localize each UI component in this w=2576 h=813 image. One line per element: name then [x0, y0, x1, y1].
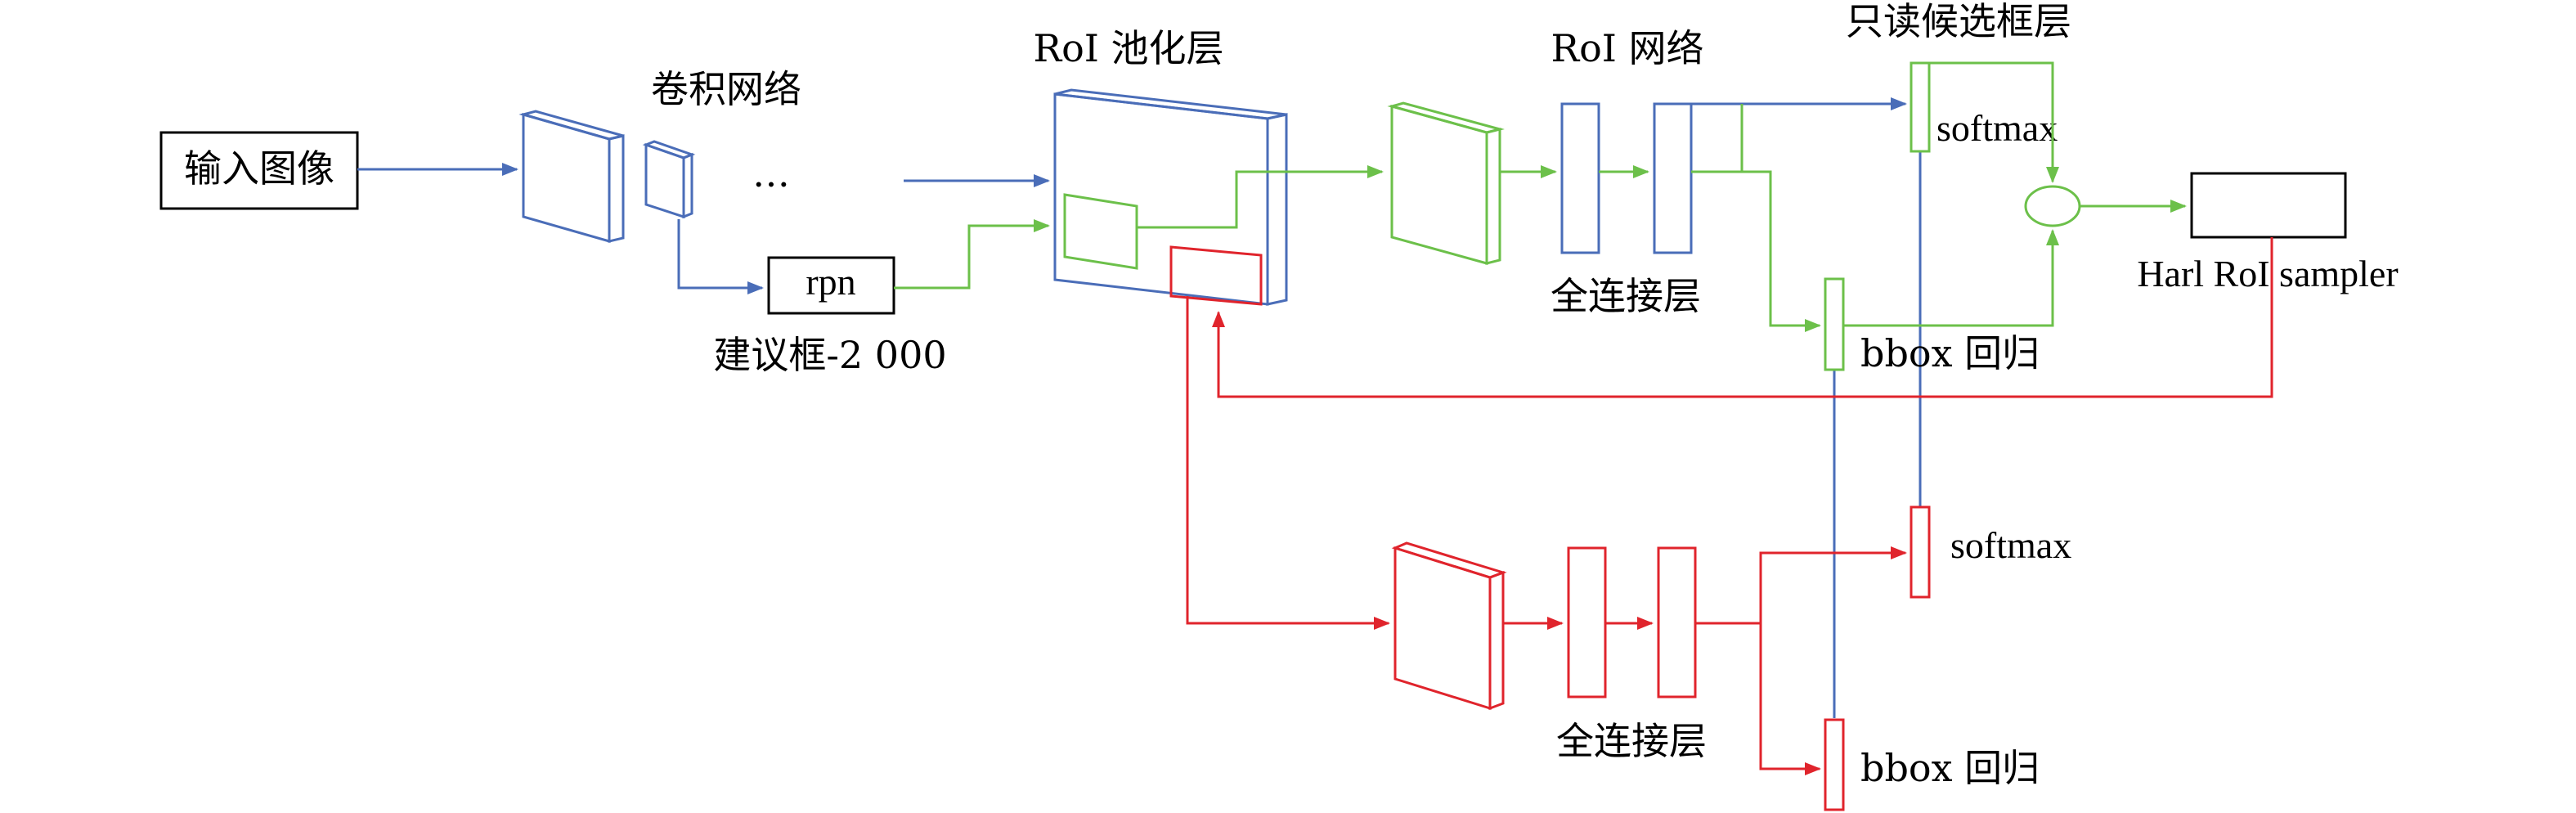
softmax-top-box: [1910, 61, 1931, 153]
conv-block-2: [642, 140, 696, 219]
red-arrows-fc: [1503, 546, 1907, 775]
bbox-top-label: bbox 回归: [1860, 331, 2040, 375]
arrow-roi-pool-to-roi-net: [1137, 165, 1384, 229]
fc-bottom-label: 全连接层: [1556, 719, 1707, 763]
roi-net-green-block: [1387, 101, 1505, 265]
red-net-block: [1391, 541, 1507, 711]
roi-pool-red-box: [1169, 245, 1263, 306]
arrow-sampler-to-roi-pool: [1212, 237, 2273, 398]
roi-net-label: RoI 网络: [1551, 26, 1703, 70]
loss-combine-node: [2024, 185, 2081, 227]
softmax-bottom-label: softmax: [1950, 524, 2071, 566]
roi-net-fc-1: [1560, 102, 1600, 254]
readonly-output-wires: [1691, 97, 1922, 718]
ellipsis-label: …: [752, 151, 790, 195]
roi-pool-layer: [1053, 88, 1288, 306]
red-fc-2: [1657, 546, 1697, 698]
rpn-node: rpn: [767, 256, 895, 315]
roi-pool-green-box: [1063, 193, 1138, 270]
green-arrows-to-combine: [1843, 61, 2187, 327]
input-image-node: 输入图像: [159, 131, 359, 210]
roi-net-fc-2: [1653, 102, 1693, 254]
rpn-label: rpn: [806, 261, 855, 303]
roi-pool-label: RoI 池化层: [1033, 26, 1223, 70]
softmax-bottom-box: [1910, 505, 1931, 599]
arrow-conv-to-rpn: [677, 219, 764, 294]
bbox-top-box: [1824, 277, 1845, 371]
input-image-label: 输入图像: [184, 146, 334, 191]
readonly-proposal-layer-label: 只读候选框层: [1846, 0, 2071, 43]
fc-top-label: 全连接层: [1551, 274, 1701, 318]
arrow-rpn-to-roi-pool: [894, 219, 1050, 290]
bbox-bottom-label: bbox 回归: [1860, 746, 2040, 790]
conv-block-1: [518, 110, 625, 243]
proposals-label: 建议框-2 000: [713, 333, 946, 377]
bbox-bottom-box: [1824, 718, 1845, 811]
arrow-roi-pool-to-red-net: [1186, 296, 1390, 630]
green-arrows-fc: [1500, 104, 1821, 332]
red-fc-1: [1567, 546, 1607, 698]
conv-net-label: 卷积网络: [651, 67, 801, 111]
hard-sampler-node: [2190, 172, 2347, 239]
hard-sampler-label: Harl RoI sampler: [2137, 253, 2398, 294]
softmax-top-label: softmax: [1936, 107, 2058, 149]
